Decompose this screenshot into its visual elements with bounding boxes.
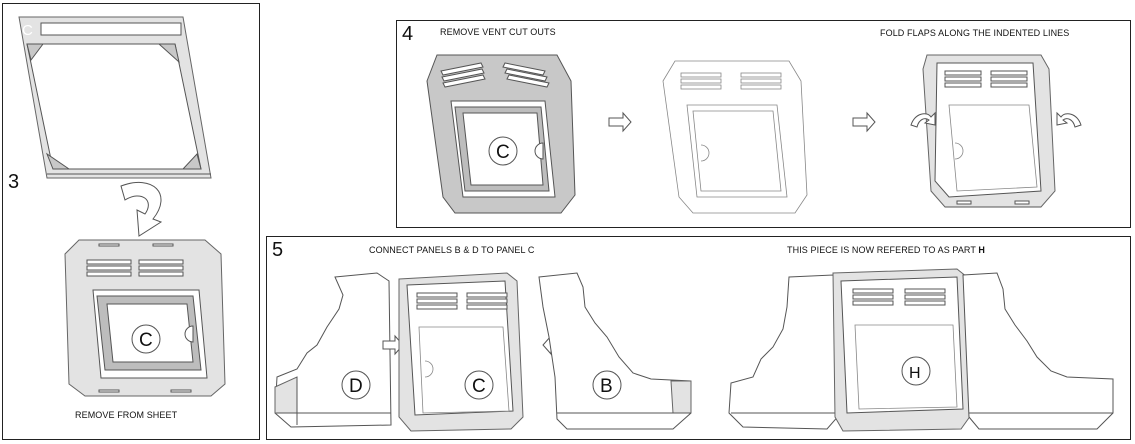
- sheet-letter: C: [22, 22, 33, 39]
- step-5-panel: 5 CONNECT PANELS B & D TO PANEL C THIS P…: [266, 236, 1131, 440]
- caption-left: CONNECT PANELS B & D TO PANEL C: [369, 245, 535, 255]
- caption-right: FOLD FLAPS ALONG THE INDENTED LINES: [880, 28, 1070, 38]
- step-number: 3: [8, 171, 20, 193]
- step-number: 4: [402, 23, 414, 45]
- step-3-illustration: C C: [18, 16, 226, 397]
- caption-left: REMOVE VENT CUT OUTS: [440, 27, 556, 37]
- step-4-illustration: C: [426, 54, 1082, 214]
- caption-right-text: THIS PIECE IS NOW REFERED TO AS PART: [787, 245, 979, 255]
- part-h-letter: H: [909, 365, 921, 382]
- curved-arrow-down-icon: [120, 181, 163, 237]
- part-c-vents: C: [426, 54, 576, 214]
- part-letter: C: [496, 142, 510, 163]
- part-c-removed: C: [64, 239, 226, 397]
- step-number: 5: [272, 239, 284, 261]
- arrow-right-icon: [852, 111, 876, 133]
- arrow-right-icon: [608, 111, 632, 133]
- panel-c-letter: C: [472, 376, 486, 397]
- part-c-folded: [922, 54, 1056, 208]
- panel-b: B: [538, 272, 692, 430]
- fold-arrow-icon: [1056, 111, 1082, 128]
- part-letter: C: [139, 330, 153, 351]
- step-4-panel: 4 REMOVE VENT CUT OUTS FOLD FLAPS ALONG …: [396, 20, 1131, 228]
- caption-right: THIS PIECE IS NOW REFERED TO AS PART H: [787, 245, 985, 255]
- assembled-part-h: H: [728, 268, 1114, 432]
- step-5-illustration: D C B: [274, 268, 1114, 432]
- fold-arrow-icon: [910, 111, 936, 128]
- panel-d: D: [274, 272, 392, 428]
- part-c-vents-removed: [662, 60, 808, 214]
- panel-b-letter: B: [600, 376, 613, 397]
- sheet-c: [18, 16, 212, 179]
- step-3-panel: 3 C C: [2, 3, 260, 440]
- panel-c: C: [398, 272, 524, 432]
- panel-d-letter: D: [349, 376, 363, 397]
- caption-right-part: H: [978, 245, 986, 255]
- caption: REMOVE FROM SHEET: [75, 410, 178, 420]
